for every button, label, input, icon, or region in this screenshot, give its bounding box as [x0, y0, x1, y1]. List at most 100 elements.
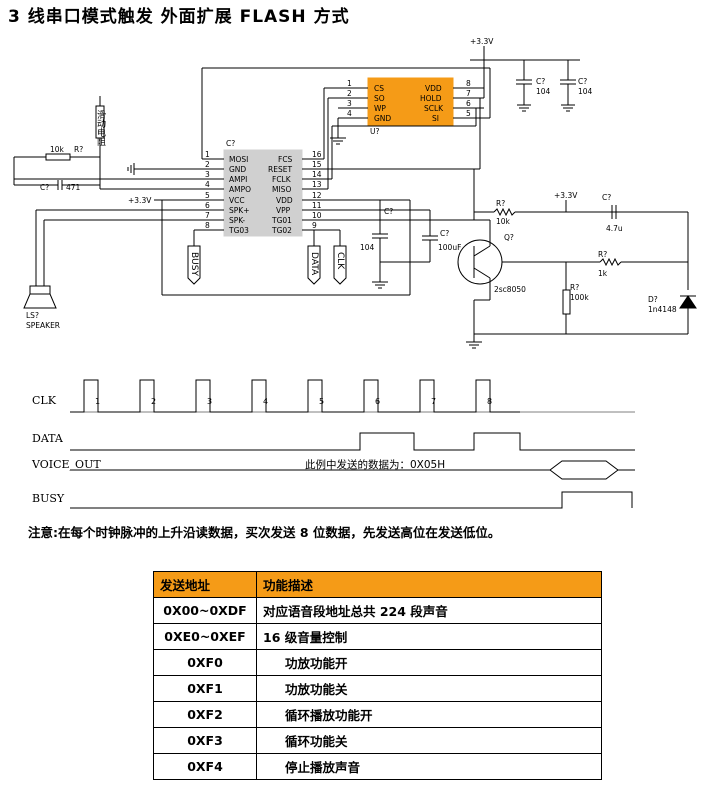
- pin-num: 2: [347, 89, 352, 98]
- pin-name: GND: [229, 165, 246, 174]
- diode-ref: D?: [648, 295, 658, 304]
- transistor-part: 2sc8050: [494, 285, 526, 294]
- pin-name: FCLK: [272, 175, 292, 184]
- circuit-schematic: +3.3V +3.3V +3.3V 1 2 3 4 CS SO WP GND V…: [13, 37, 697, 509]
- cell-description: 对应语音段地址总共 224 段声音: [256, 597, 602, 624]
- cell-address: 0XE0~0XEF: [153, 623, 257, 650]
- timing-diagram: [70, 379, 635, 509]
- clock-number: 6: [375, 397, 380, 406]
- pin-name: RESET: [268, 165, 292, 174]
- cell-description: 功放功能关: [256, 675, 602, 702]
- voice-out-waveform: [70, 460, 635, 471]
- pin-num: 1: [347, 79, 352, 88]
- timing-label-voice: VOICE_OUT: [31, 458, 101, 471]
- cell-description: 循环功能关: [256, 727, 602, 754]
- pin-name: CS: [374, 84, 384, 93]
- clock-number: 7: [431, 397, 436, 406]
- cap-value: 104: [360, 243, 375, 252]
- rail-label: +3.3V: [554, 191, 578, 200]
- pin-num: 12: [312, 191, 322, 200]
- column-header-address: 发送地址: [153, 571, 257, 598]
- pot-label: 滑动电阻: [95, 110, 106, 146]
- pin-name: TG02: [271, 226, 292, 235]
- table-row: 0XF0 功放功能开: [153, 649, 602, 676]
- data-example-note: 此例中发送的数据为：0X05H: [305, 458, 445, 471]
- cap-ref: C?: [40, 183, 49, 192]
- timing-label-busy: BUSY: [32, 492, 65, 505]
- speaker-ref: LS?: [26, 311, 39, 320]
- resistor-ref: R?: [570, 283, 579, 292]
- table-row: 0XF1 功放功能关: [153, 675, 602, 702]
- timing-note: 注意:在每个时钟脉冲的上升沿读数据，买次发送 8 位数据，先发送高位在发送低位。: [28, 525, 501, 540]
- pin-name: SPK+: [229, 206, 250, 215]
- clock-number: 1: [95, 397, 100, 406]
- rail-label: +3.3V: [470, 37, 494, 46]
- pin-num: 4: [347, 109, 352, 118]
- cell-description: 16 级音量控制: [256, 623, 602, 650]
- resistor-value: 10k: [50, 145, 65, 154]
- pin-num: 6: [466, 99, 471, 108]
- table-row: 0XF3 循环功能关: [153, 727, 602, 754]
- table-row: 0X00~0XDF 对应语音段地址总共 224 段声音: [153, 597, 602, 624]
- clock-number: 5: [319, 397, 324, 406]
- clock-number: 3: [207, 397, 212, 406]
- pin-num: 16: [312, 150, 322, 159]
- cell-description: 循环播放功能开: [256, 701, 602, 728]
- cap-ref: C?: [602, 193, 611, 202]
- pin-name: SPK-: [229, 216, 245, 225]
- data-port-label: DATA: [309, 252, 319, 276]
- chip-ref: U?: [370, 127, 379, 136]
- busy-waveform: [70, 491, 633, 509]
- pin-num: 7: [205, 211, 210, 220]
- cell-description: 功放功能开: [256, 649, 602, 676]
- pin-num: 4: [205, 180, 210, 189]
- cap-value: 104: [536, 87, 551, 96]
- table-row: 0XF4 停止播放声音: [153, 753, 602, 780]
- pin-name: GND: [374, 114, 391, 123]
- pin-num: 14: [312, 170, 322, 179]
- pin-name: MISO: [272, 185, 291, 194]
- pin-num: 3: [205, 170, 210, 179]
- pin-num: 9: [312, 221, 317, 230]
- flash-chip-body: [367, 77, 454, 127]
- resistor-value: 10k: [496, 217, 511, 226]
- pin-num: 8: [205, 221, 210, 230]
- clk-waveform: [70, 379, 520, 413]
- column-header-description: 功能描述: [256, 571, 602, 598]
- pin-num: 13: [312, 180, 322, 189]
- resistor-ref: R?: [74, 145, 83, 154]
- busy-port-label: BUSY: [189, 252, 199, 276]
- diode-part: 1n4148: [648, 305, 677, 314]
- pin-name: TG01: [271, 216, 292, 225]
- pin-num: 11: [312, 201, 322, 210]
- clock-number: 2: [151, 397, 156, 406]
- cell-address: 0XF2: [153, 701, 257, 728]
- pin-name: HOLD: [420, 94, 442, 103]
- pin-name: FCS: [278, 155, 293, 164]
- pin-num: 5: [205, 191, 210, 200]
- pin-name: SO: [374, 94, 385, 103]
- pin-num: 5: [466, 109, 471, 118]
- pin-name: VDD: [276, 196, 293, 205]
- chip-ref: C?: [226, 139, 235, 148]
- voice-chip-body: [223, 149, 303, 237]
- table-header-row: 发送地址 功能描述: [153, 571, 602, 598]
- cap-value: 4.7u: [606, 224, 623, 233]
- pin-name: AMPO: [229, 185, 251, 194]
- cap-value: 104: [578, 87, 593, 96]
- cap-value: 100uF: [438, 243, 461, 252]
- resistor-value: 1k: [598, 269, 608, 278]
- pin-num: 15: [312, 160, 322, 169]
- pin-num: 6: [205, 201, 210, 210]
- table-row: 0XF2 循环播放功能开: [153, 701, 602, 728]
- clk-port-label: CLK: [335, 252, 345, 270]
- pin-name: TG03: [228, 226, 249, 235]
- pin-num: 1: [205, 150, 210, 159]
- pin-name: SCLK: [424, 104, 444, 113]
- pin-num: 10: [312, 211, 322, 220]
- resistor-ref: R?: [496, 199, 505, 208]
- cap-ref: C?: [384, 207, 393, 216]
- rail-label: +3.3V: [128, 196, 152, 205]
- cell-description: 停止播放声音: [256, 753, 602, 780]
- cell-address: 0XF1: [153, 675, 257, 702]
